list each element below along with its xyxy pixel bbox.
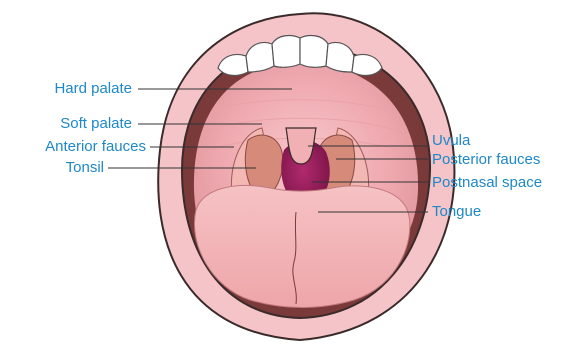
label-soft-palate: Soft palate xyxy=(60,115,132,133)
label-tonsil: Tonsil xyxy=(66,159,104,177)
label-hard-palate: Hard palate xyxy=(54,80,132,98)
label-tongue: Tongue xyxy=(432,203,481,221)
label-uvula: Uvula xyxy=(432,132,470,150)
label-postnasal-space: Postnasal space xyxy=(432,174,542,192)
label-anterior-fauces: Anterior fauces xyxy=(45,138,146,156)
label-posterior-fauces: Posterior fauces xyxy=(432,151,540,169)
